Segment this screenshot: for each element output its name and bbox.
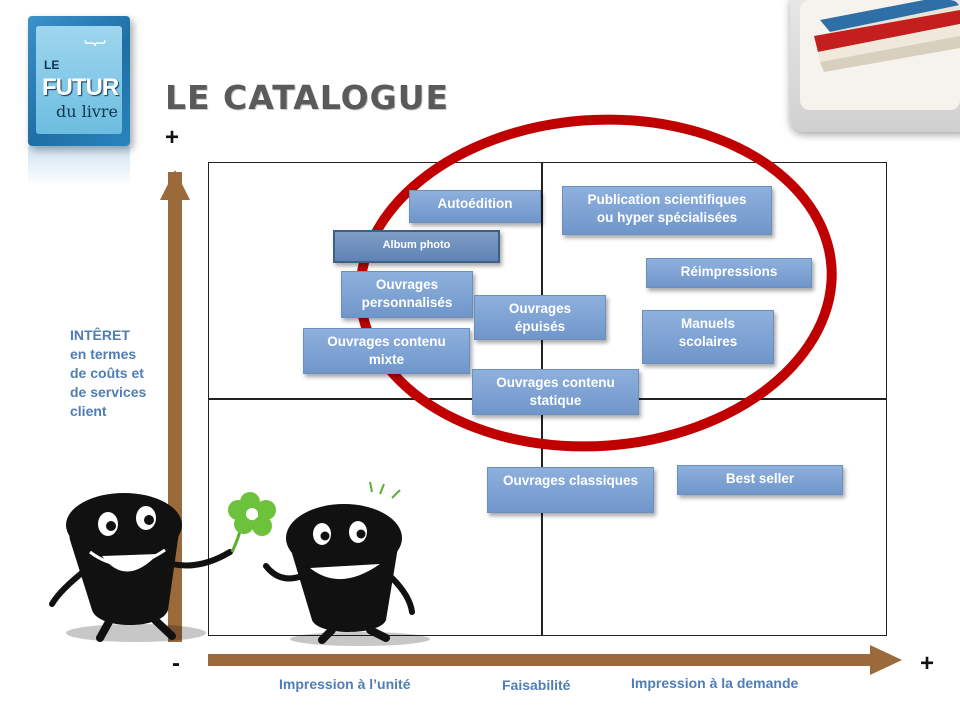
box-label: Ouvrages personnalisés [361, 277, 453, 310]
books-photo-frame [800, 0, 960, 110]
page-title: LE CATALOGUE [165, 78, 450, 117]
box-ouvrages-personnalises: Ouvrages personnalisés [341, 271, 473, 318]
box-ouvrages-contenu-statique: Ouvrages contenu statique [472, 369, 639, 415]
logo-book-icon: ︸ LE FUTUR du livre [28, 16, 130, 146]
box-label: Publication scientifiques ou hyper spéci… [587, 192, 747, 225]
box-ouvrages-contenu-mixte: Ouvrages contenu mixte [303, 328, 470, 374]
box-manuels-scolaires: Manuels scolaires [642, 310, 774, 364]
box-label: Autoédition [437, 196, 513, 211]
box-autoedition: Autoédition [409, 190, 541, 223]
logo-cover: ︸ LE FUTUR du livre [36, 26, 122, 134]
box-label: Ouvrages épuisés [508, 301, 572, 334]
y-axis-label: INTÊRET en termes de coûts et de service… [70, 327, 147, 419]
x-axis-arrow [208, 654, 873, 666]
box-ouvrages-classiques: Ouvrages classiques [487, 467, 654, 513]
logo-text-le: LE [44, 58, 60, 72]
box-ouvrages-epuises: Ouvrages épuisés [474, 295, 606, 340]
box-label: Réimpressions [680, 264, 778, 279]
y-axis-arrowhead-icon [160, 170, 190, 200]
x-axis-left-label: Impression à l’unité [279, 676, 411, 692]
x-axis-minus-sign: - [172, 650, 180, 677]
x-axis-center-label: Faisabilité [502, 677, 571, 693]
left-character-icon [49, 493, 233, 642]
box-publication-scientifique: Publication scientifiques ou hyper spéci… [562, 186, 772, 235]
x-axis-right-label: Impression à la demande [631, 675, 799, 691]
logo-reflection [28, 146, 130, 186]
logo-brace-icon: ︸ [84, 39, 107, 64]
cartoon-character-icon [49, 481, 415, 644]
y-axis-plus-sign: + [165, 124, 180, 151]
clover-icon [228, 492, 276, 553]
x-axis-plus-sign: + [920, 650, 935, 677]
box-label: Ouvrages classiques [502, 473, 639, 488]
box-label: Manuels scolaires [678, 316, 738, 349]
right-character-icon [263, 481, 415, 644]
x-axis-arrowhead-icon [870, 645, 902, 675]
box-reimpressions: Réimpressions [646, 258, 812, 288]
box-label: Best seller [725, 471, 795, 486]
box-label: Ouvrages contenu statique [496, 375, 615, 408]
box-album-photo: Album photo [333, 230, 500, 263]
books-stack-icon [800, 0, 960, 110]
books-photo-icon [790, 0, 960, 132]
box-label: Ouvrages contenu mixte [327, 334, 446, 367]
logo-text-futur: FUTUR [42, 74, 119, 101]
box-best-seller: Best seller [677, 465, 843, 495]
logo-text-dulivre: du livre [56, 102, 119, 121]
box-label: Album photo [382, 239, 451, 251]
